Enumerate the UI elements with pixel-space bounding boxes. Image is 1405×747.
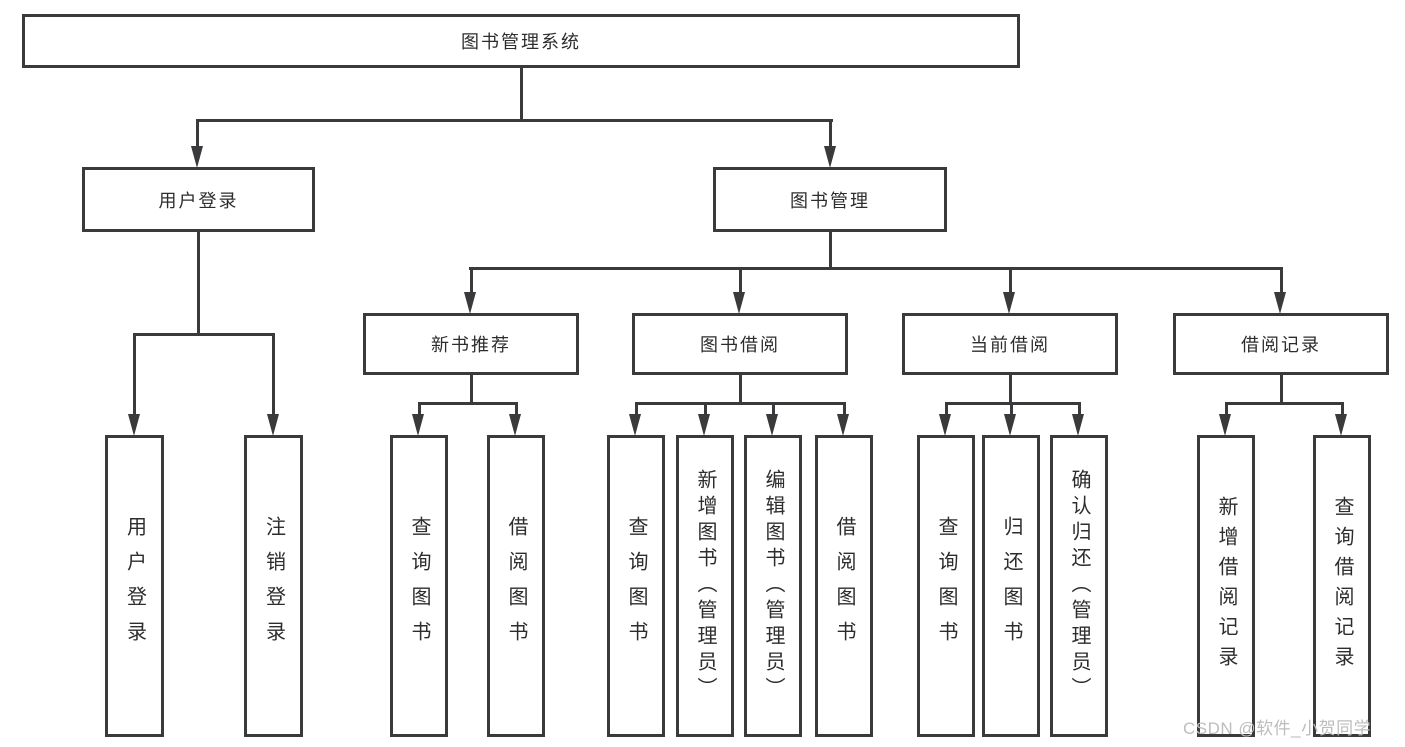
node-new-book-recommend: 新书推荐 <box>363 313 579 375</box>
node-user-login: 用户登录 <box>82 167 315 232</box>
connector-line <box>635 402 846 405</box>
arrowhead <box>698 414 710 436</box>
leaf-bb-add-books-admin-label: 新增图书（管理员） <box>694 469 716 703</box>
node-book-borrowing-label: 图书借阅 <box>700 335 780 355</box>
leaf-nbr-query-books: 查询图书 <box>390 435 448 737</box>
leaf-logout-login: 注销登录 <box>244 435 303 737</box>
arrowhead <box>1219 414 1231 436</box>
connector-line <box>829 119 832 148</box>
connector-line <box>1078 402 1081 416</box>
arrowhead <box>412 414 424 436</box>
connector-line <box>272 333 275 416</box>
arrowhead <box>1335 414 1347 436</box>
arrowhead <box>1274 292 1286 314</box>
connector-line <box>1009 373 1012 404</box>
leaf-nbr-borrow-books-label: 借阅图书 <box>505 516 527 656</box>
leaf-br-add-borrow-record: 新增借阅记录 <box>1197 435 1255 737</box>
arrowhead <box>733 292 745 314</box>
connector-line <box>945 402 1081 405</box>
leaf-user-login: 用户登录 <box>105 435 164 737</box>
arrowhead <box>1004 414 1016 436</box>
connector-line <box>133 333 275 336</box>
connector-line <box>1280 267 1283 295</box>
arrowhead <box>128 414 140 436</box>
node-borrowing-records-label: 借阅记录 <box>1241 335 1321 355</box>
leaf-br-query-borrow-record-label: 查询借阅记录 <box>1331 496 1353 676</box>
csdn-watermark: CSDN @软件_小贺同学 <box>1183 719 1372 738</box>
connector-line <box>196 119 833 122</box>
node-new-book-recommend-label: 新书推荐 <box>431 335 511 355</box>
connector-line <box>197 231 200 336</box>
connector-line <box>1010 402 1013 416</box>
connector-line <box>635 402 638 416</box>
arrowhead <box>837 414 849 436</box>
connector-line <box>133 333 136 416</box>
leaf-cb-return-books-label: 归还图书 <box>1000 516 1022 656</box>
node-borrowing-records: 借阅记录 <box>1173 313 1389 375</box>
arrowhead <box>824 146 836 168</box>
connector-line <box>843 402 846 416</box>
arrowhead <box>1072 414 1084 436</box>
connector-line <box>196 119 199 148</box>
leaf-cb-confirm-return-admin: 确认归还（管理员） <box>1050 435 1108 737</box>
connector-line <box>470 267 473 295</box>
arrowhead <box>509 414 521 436</box>
arrowhead <box>267 414 279 436</box>
leaf-bb-add-books-admin: 新增图书（管理员） <box>676 435 734 737</box>
connector-line <box>772 402 775 416</box>
connector-line <box>515 402 518 416</box>
connector-line <box>520 67 523 121</box>
connector-line <box>469 267 1283 270</box>
connector-line <box>418 402 518 405</box>
connector-line <box>1225 402 1228 416</box>
node-library-system: 图书管理系统 <box>22 14 1020 68</box>
arrowhead <box>1003 292 1015 314</box>
leaf-bb-query-books: 查询图书 <box>607 435 665 737</box>
connector-line <box>945 402 948 416</box>
arrowhead <box>629 414 641 436</box>
connector-line <box>739 373 742 404</box>
connector-line <box>739 267 742 295</box>
connector-line <box>470 373 473 405</box>
node-book-borrowing: 图书借阅 <box>632 313 848 375</box>
leaf-logout-login-label: 注销登录 <box>262 516 285 656</box>
leaf-bb-edit-books-admin: 编辑图书（管理员） <box>744 435 802 737</box>
node-user-login-label: 用户登录 <box>158 190 239 211</box>
leaf-bb-borrow-books: 借阅图书 <box>815 435 873 737</box>
node-book-management-label: 图书管理 <box>790 190 870 211</box>
leaf-cb-query-books-label: 查询图书 <box>935 516 957 656</box>
leaf-bb-query-books-label: 查询图书 <box>625 516 647 656</box>
node-book-management: 图书管理 <box>713 167 947 232</box>
node-current-borrowing-label: 当前借阅 <box>970 335 1050 355</box>
leaf-nbr-query-books-label: 查询图书 <box>408 516 430 656</box>
connector-line <box>418 402 421 416</box>
arrowhead <box>464 292 476 314</box>
leaf-nbr-borrow-books: 借阅图书 <box>487 435 545 737</box>
arrowhead <box>191 146 203 168</box>
connector-line <box>1009 267 1012 295</box>
arrowhead <box>766 414 778 436</box>
leaf-bb-borrow-books-label: 借阅图书 <box>833 516 855 656</box>
leaf-cb-confirm-return-admin-label: 确认归还（管理员） <box>1068 469 1090 703</box>
arrowhead <box>939 414 951 436</box>
leaf-user-login-label: 用户登录 <box>123 516 146 656</box>
connector-line <box>829 231 832 270</box>
node-library-system-label: 图书管理系统 <box>461 32 581 52</box>
connector-line <box>1225 402 1344 405</box>
node-current-borrowing: 当前借阅 <box>902 313 1118 375</box>
leaf-br-add-borrow-record-label: 新增借阅记录 <box>1215 496 1237 676</box>
leaf-bb-edit-books-admin-label: 编辑图书（管理员） <box>762 469 784 703</box>
leaf-cb-query-books: 查询图书 <box>917 435 975 737</box>
leaf-br-query-borrow-record: 查询借阅记录 <box>1313 435 1371 737</box>
leaf-cb-return-books: 归还图书 <box>982 435 1040 737</box>
connector-line <box>1280 373 1283 404</box>
connector-line <box>704 402 707 416</box>
connector-line <box>1341 402 1344 416</box>
